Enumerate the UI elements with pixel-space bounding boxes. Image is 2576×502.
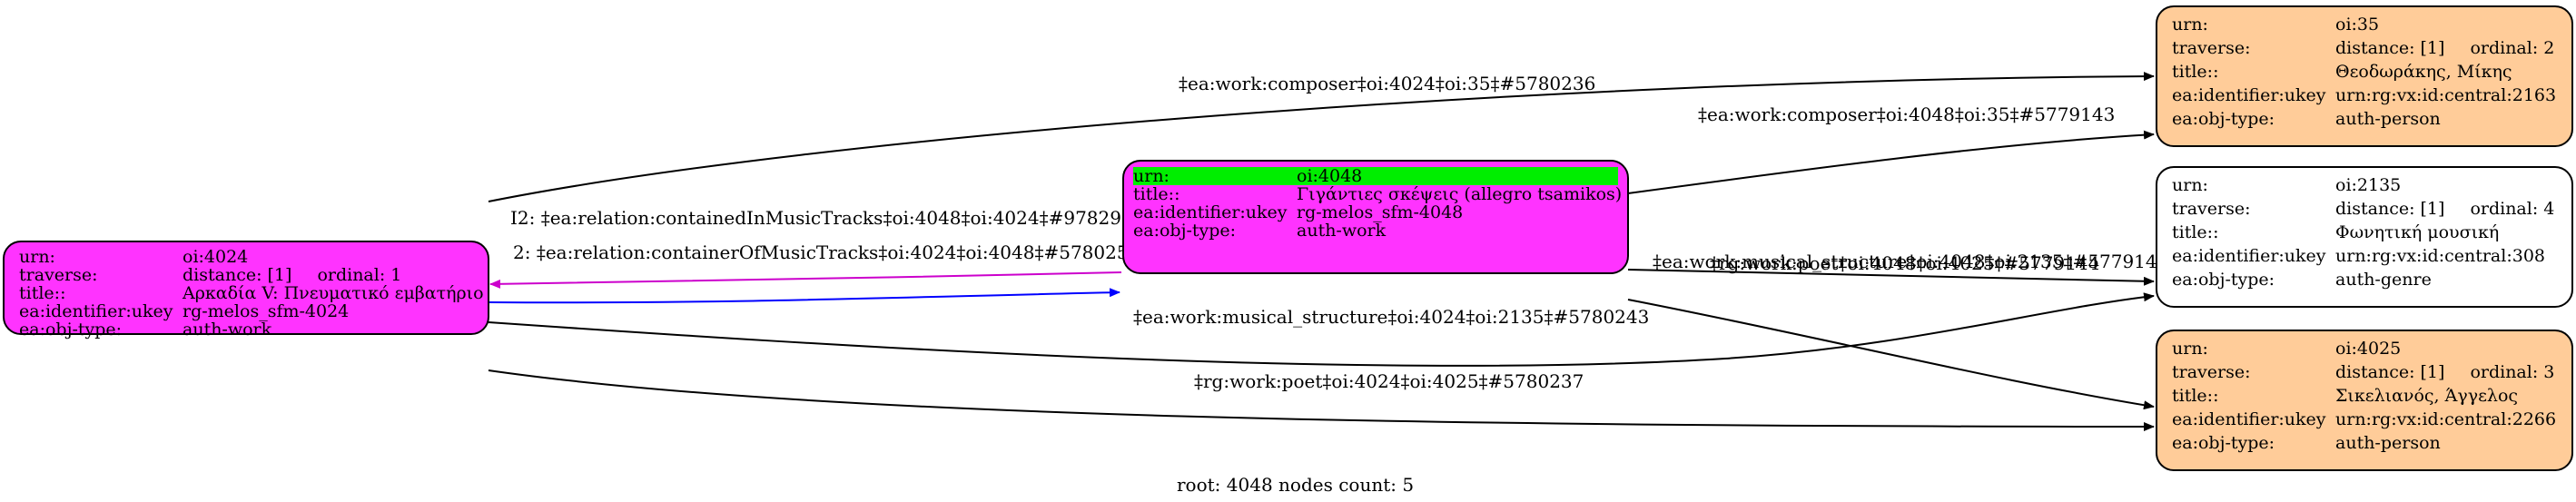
row-value: rg-melos_sfm-4048 [1297, 202, 1464, 222]
node-row-ukey: ea:identifier:ukey rg-melos_sfm-4048 [1133, 203, 1618, 221]
row-key: urn: [2172, 175, 2208, 195]
row-key: urn: [2172, 339, 2208, 359]
graph-footer: root: 4048 nodes count: 5 [1177, 474, 1415, 496]
node-row-ukey: ea:identifier:ukey urn:rg:vx:id:central:3… [2172, 244, 2557, 268]
node-row-title: title::Αρκαδία V: Πνευματικό εμβατήριο [19, 283, 484, 303]
row-key: ea:obj-type: [2172, 433, 2275, 453]
node-row-title: title::Σικελιανός, Άγγελος [2172, 384, 2557, 408]
node-row-objtype: ea:obj-type: auth-person [2172, 107, 2557, 131]
row-key: urn: [19, 247, 55, 267]
node-row-ukey: ea:identifier:ukey urn:rg:vx:id:central:2… [2172, 84, 2557, 107]
row-value: auth-person [2335, 109, 2441, 129]
row-key: ea:obj-type: [2172, 270, 2275, 290]
row-key: traverse: [2172, 199, 2251, 219]
row-value: oi:4048 [1297, 166, 1363, 186]
row-key: traverse: [19, 265, 98, 285]
node-row-title: title::Θεοδωράκης, Μίκης [2172, 60, 2557, 84]
edge-label-e5: ‡ea:work:musical_structure‡oi:4048‡oi:21… [1653, 251, 2169, 272]
row-value: distance: [1] [2335, 199, 2445, 219]
row-value: rg-melos_sfm-4024 [183, 301, 350, 321]
row-ordinal: ordinal: 3 [2470, 362, 2555, 382]
row-ordinal: ordinal: 4 [2470, 199, 2555, 219]
node-row-objtype: ea:obj-type: auth-work [19, 320, 473, 339]
row-ordinal: ordinal: 1 [317, 265, 402, 285]
edge-label-e6: ‡rg:work:poet‡oi:4048‡oi:4025‡#5779144 [1710, 252, 2100, 274]
row-value: oi:35 [2335, 15, 2380, 34]
edge-label-e3: I2: ‡ea:relation:containedInMusicTracks‡… [510, 207, 1145, 229]
row-value: urn:rg:vx:id:central:2266 [2335, 409, 2557, 429]
row-value: oi:2135 [2335, 175, 2402, 195]
row-key: ea:obj-type: [1133, 221, 1237, 241]
edge-label-e4: 2: ‡ea:relation:containerOfMusicTracks‡o… [513, 241, 1140, 263]
row-value: Θεοδωράκης, Μίκης [2335, 62, 2512, 82]
row-key: traverse: [2172, 362, 2251, 382]
node-row-objtype: ea:obj-type: auth-person [2172, 431, 2557, 455]
node-row-urn: urn: oi:4024 [19, 248, 473, 266]
row-key: ea:identifier:ukey [2172, 246, 2326, 266]
node-row-objtype: ea:obj-type: auth-genre [2172, 268, 2557, 291]
row-key: urn: [2172, 15, 2208, 34]
row-value: oi:4024 [183, 247, 249, 267]
row-key: ea:identifier:ukey [19, 301, 173, 321]
edge-e1 [488, 72, 2155, 202]
row-value: distance: [1] [183, 265, 292, 285]
row-value: Γιγάντιες σκέψεις (allegro tsamikos) [1297, 184, 1623, 204]
row-key: ea:identifier:ukey [1133, 202, 1288, 222]
node-oi-2135[interactable]: urn: oi:2135 traverse: distance: [1] ordina… [2156, 166, 2573, 308]
node-row-urn: urn: oi:4048 [1133, 167, 1618, 185]
row-key: ea:obj-type: [2172, 109, 2275, 129]
row-key: ea:identifier:ukey [2172, 85, 2326, 105]
node-oi-4048-root[interactable]: urn: oi:4048 title::Γιγάντιες σκέψεις (al… [1122, 160, 1629, 274]
row-value: urn:rg:vx:id:central:308 [2335, 246, 2546, 266]
edge-e8 [488, 369, 2155, 431]
row-key: ea:identifier:ukey [2172, 409, 2326, 429]
edge-e5 [1627, 269, 2155, 286]
node-oi-35[interactable]: urn: oi:35 traverse: distance: [1] ordinal:… [2156, 5, 2573, 147]
node-row-title: title::Γιγάντιες σκέψεις (allegro tsamik… [1133, 184, 1622, 204]
row-value: auth-work [1297, 221, 1387, 241]
row-key: title:: [1133, 184, 1180, 204]
node-row-ukey: ea:identifier:ukey urn:rg:vx:id:central:2… [2172, 408, 2557, 431]
row-value: auth-person [2335, 433, 2441, 453]
edge-e4 [488, 288, 1120, 304]
row-key: urn: [1133, 166, 1170, 186]
row-value: urn:rg:vx:id:central:2163 [2335, 85, 2557, 105]
node-row-ukey: ea:identifier:ukey rg-melos_sfm-4024 [19, 302, 473, 320]
edge-e6 [1627, 299, 2155, 410]
row-value: Φωνητική μουσική [2335, 222, 2500, 242]
node-row-traverse: traverse: distance: [1] ordinal: 2 [2172, 36, 2557, 60]
row-key: ea:obj-type: [19, 320, 123, 340]
edge-label-e1: ‡ea:work:composer‡oi:4024‡oi:35‡#5780236 [1179, 73, 1596, 94]
node-row-traverse: traverse: distance: [1] ordinal: 1 [19, 266, 473, 284]
edge-label-e2: ‡ea:work:composer‡oi:4048‡oi:35‡#5779143 [1698, 103, 2116, 125]
row-value: Αρκαδία V: Πνευματικό εμβατήριο [183, 283, 484, 303]
edge-e2 [1627, 130, 2155, 194]
edge-label-e8: ‡rg:work:poet‡oi:4024‡oi:4025‡#5780237 [1194, 370, 1584, 392]
row-value: auth-work [183, 320, 272, 340]
edge-e7 [488, 292, 2155, 367]
node-row-urn: urn: oi:35 [2172, 13, 2557, 36]
edge-label-e7: ‡ea:work:musical_structure‡oi:4024‡oi:21… [1133, 306, 1650, 328]
row-ordinal: ordinal: 2 [2470, 38, 2555, 58]
row-key: title:: [2172, 222, 2219, 242]
row-value: oi:4025 [2335, 339, 2402, 359]
edge-e3 [489, 271, 1122, 289]
row-key: traverse: [2172, 38, 2251, 58]
row-value: auth-genre [2335, 270, 2432, 290]
node-row-traverse: traverse: distance: [1] ordinal: 3 [2172, 360, 2557, 384]
row-value: distance: [1] [2335, 38, 2445, 58]
node-row-urn: urn: oi:2135 [2172, 173, 2557, 197]
node-oi-4025[interactable]: urn: oi:4025 traverse: distance: [1] ordina… [2156, 330, 2573, 471]
node-row-title: title::Φωνητική μουσική [2172, 221, 2557, 244]
node-oi-4024[interactable]: urn: oi:4024 traverse: distance: [1] ordina… [3, 241, 489, 339]
node-row-objtype: ea:obj-type: auth-work [1133, 221, 1618, 240]
row-key: title:: [2172, 62, 2219, 82]
row-key: title:: [19, 283, 66, 303]
row-value: distance: [1] [2335, 362, 2445, 382]
node-row-urn: urn: oi:4025 [2172, 337, 2557, 360]
row-value: Σικελιανός, Άγγελος [2335, 386, 2519, 406]
row-key: title:: [2172, 386, 2219, 406]
node-row-traverse: traverse: distance: [1] ordinal: 4 [2172, 197, 2557, 221]
